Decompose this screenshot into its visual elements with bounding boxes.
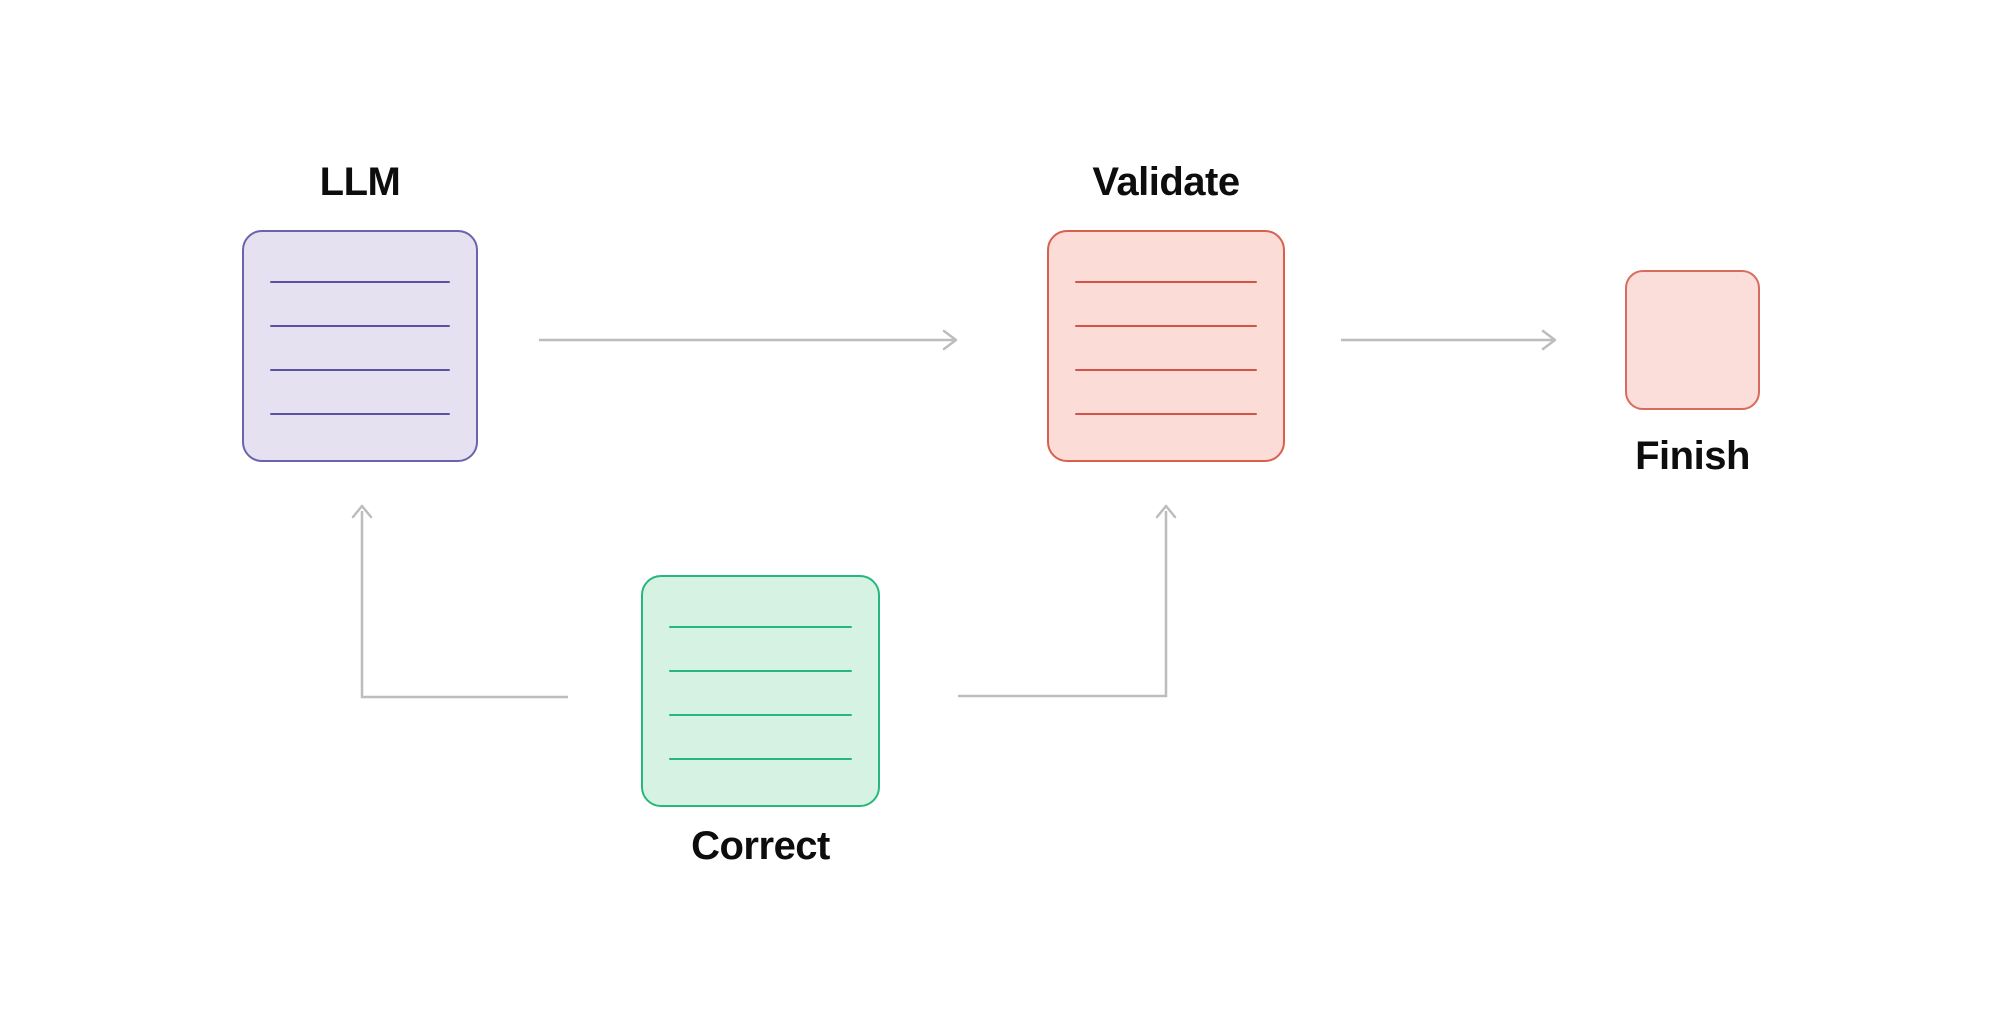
- correct-node-card: [641, 575, 880, 807]
- arrowhead-right-icon: [942, 329, 958, 351]
- arrowhead-up-icon: [1155, 504, 1177, 519]
- note-line: [1075, 281, 1257, 283]
- node-label-correct: Correct: [691, 824, 830, 868]
- note-line: [270, 281, 450, 283]
- arrowhead-right-icon: [1541, 329, 1557, 351]
- node-label-validate: Validate: [1092, 160, 1240, 204]
- note-line: [1075, 369, 1257, 371]
- note-line: [1075, 413, 1257, 415]
- edge-validate-to-finish: [1341, 329, 1557, 351]
- llm-node-card: [242, 230, 478, 462]
- note-line: [669, 626, 852, 628]
- node-label-finish: Finish: [1635, 434, 1750, 478]
- node-label-llm: LLM: [319, 160, 401, 204]
- validate-node-card: [1047, 230, 1285, 462]
- note-line: [270, 369, 450, 371]
- note-line: [669, 670, 852, 672]
- note-line: [669, 714, 852, 716]
- note-line: [1075, 325, 1257, 327]
- edge-correct-to-llm: [351, 504, 568, 699]
- arrowhead-up-icon: [351, 504, 373, 519]
- edge-llm-to-validate: [539, 329, 958, 351]
- note-line: [669, 758, 852, 760]
- note-line: [270, 413, 450, 415]
- finish-node-card: [1625, 270, 1760, 410]
- note-line: [270, 325, 450, 327]
- edge-correct-to-validate: [958, 504, 1177, 698]
